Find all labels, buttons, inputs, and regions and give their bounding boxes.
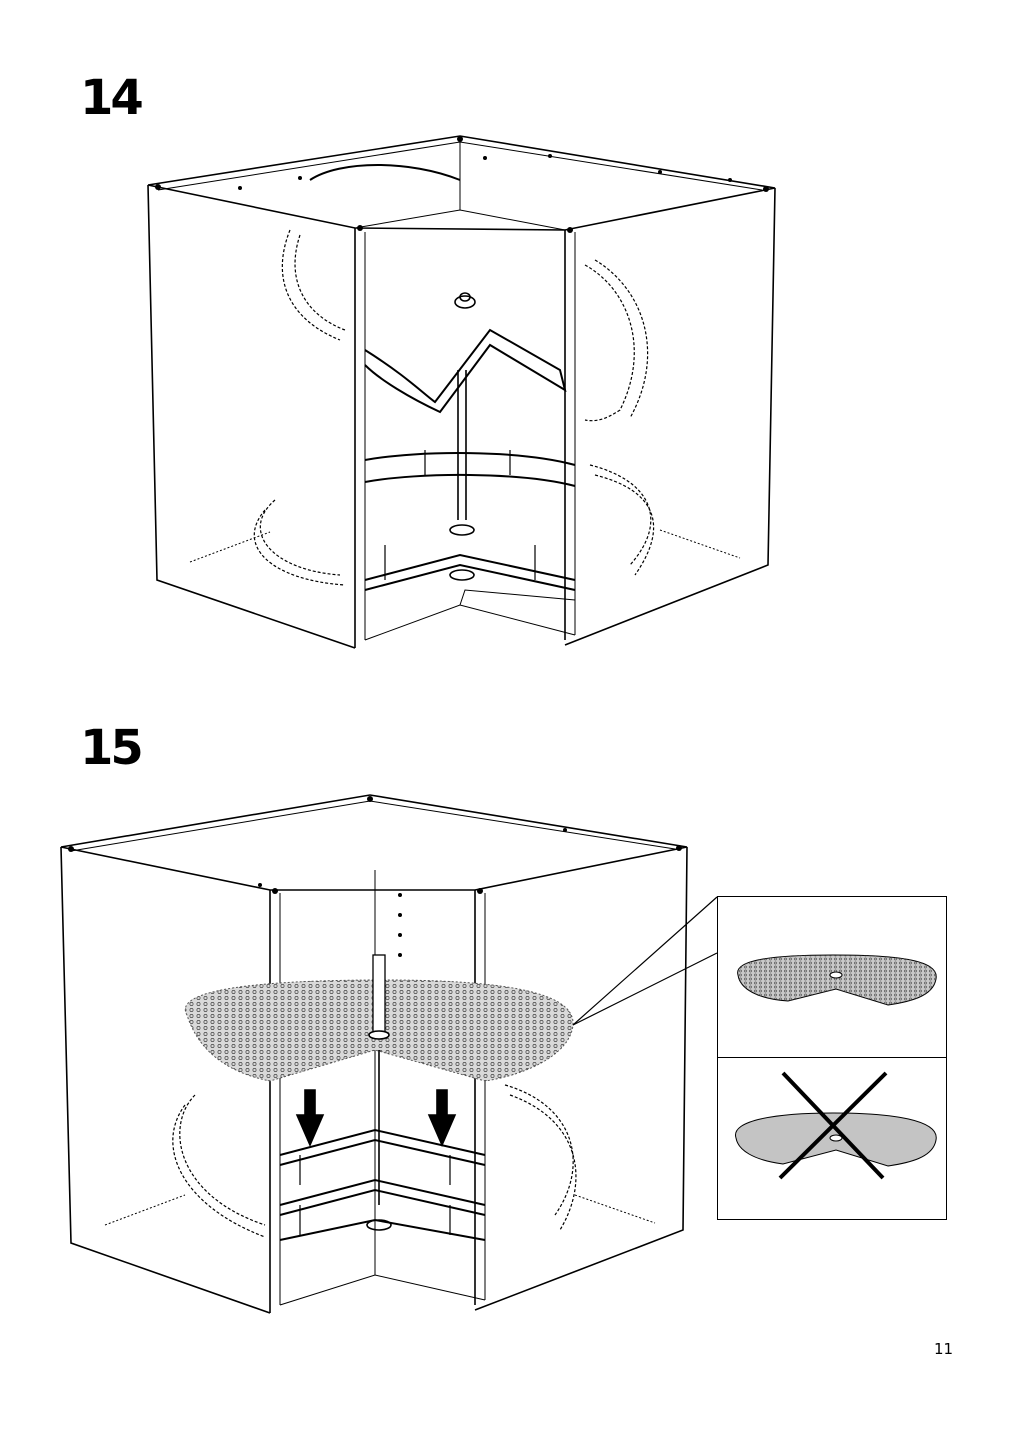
incorrect-mat-illustration [735, 1071, 937, 1180]
inset-panel [717, 896, 947, 1220]
center-pole [449, 370, 475, 581]
center-pole [368, 954, 390, 1205]
step-15-illustration [60, 794, 718, 1314]
solid-shelf-mat-crossed-icon [735, 1071, 937, 1180]
inset-divider [718, 1057, 946, 1058]
corner-cabinet-frame [147, 135, 776, 649]
lower-shelves [172, 1084, 577, 1241]
perforated-shelf-mat-icon [737, 954, 937, 1006]
page-number: 11 [934, 1340, 954, 1358]
corner-cabinet-frame [60, 794, 688, 1314]
step-14-illustration [147, 135, 776, 649]
step-number-14: 14 [80, 70, 144, 126]
down-arrow-right [427, 1089, 457, 1148]
correct-mat-illustration [737, 954, 937, 1006]
down-arrow-left [295, 1089, 325, 1148]
step-number-15: 15 [80, 720, 144, 776]
lower-shelf [253, 450, 655, 591]
upper-shelf-tilted [281, 164, 649, 422]
